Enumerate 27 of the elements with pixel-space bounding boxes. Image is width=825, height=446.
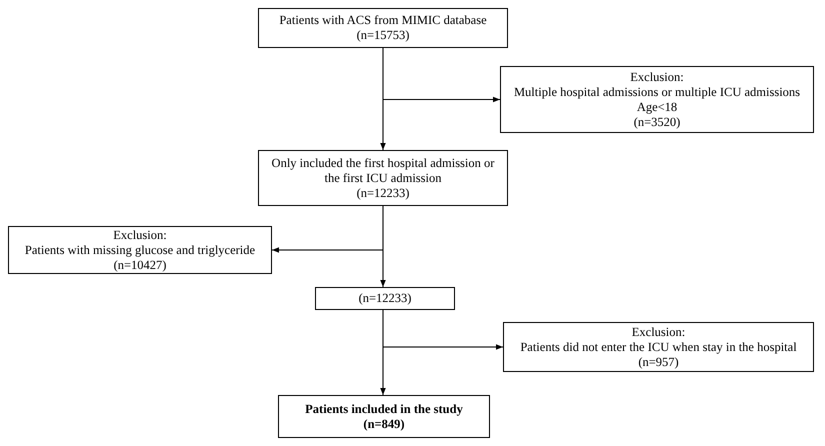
process-box (258, 150, 508, 206)
box-text: Exclusion: (632, 324, 686, 340)
process-box (258, 8, 508, 48)
box-text: (n=12233) (358, 291, 412, 306)
box-text: Patients did not enter the ICU when stay in the hospital (520, 340, 797, 354)
box-text: Exclusion: (113, 228, 167, 242)
arrow (382, 310, 504, 350)
box-text: Exclusion: (630, 70, 684, 84)
box-text: (n=3520) (634, 114, 680, 130)
box-text: (n=10427) (114, 258, 166, 272)
box-text: Patients included in the study (305, 402, 463, 416)
box-text: (n=12233) (356, 186, 410, 200)
box-text: (n=849) (363, 416, 405, 432)
process-box (8, 226, 272, 274)
box-text: Only included the first hospital admission or the first ICU admission (270, 156, 496, 186)
box-text: (n=15753) (356, 28, 410, 43)
box-text: Patients with ACS from MIMIC database (279, 13, 487, 28)
box-text: Patients with missing glucose and triglyceride (24, 242, 256, 258)
process-box (278, 395, 490, 438)
process-box (315, 287, 455, 310)
arrow (272, 206, 384, 253)
box-text: Multiple hospital admissions or multiple ICU admissions (514, 84, 800, 100)
box-text: (n=957) (638, 354, 679, 370)
box-text: Age<18 (636, 100, 678, 114)
arrow (382, 48, 500, 102)
process-box (500, 66, 814, 133)
process-box (503, 322, 814, 372)
